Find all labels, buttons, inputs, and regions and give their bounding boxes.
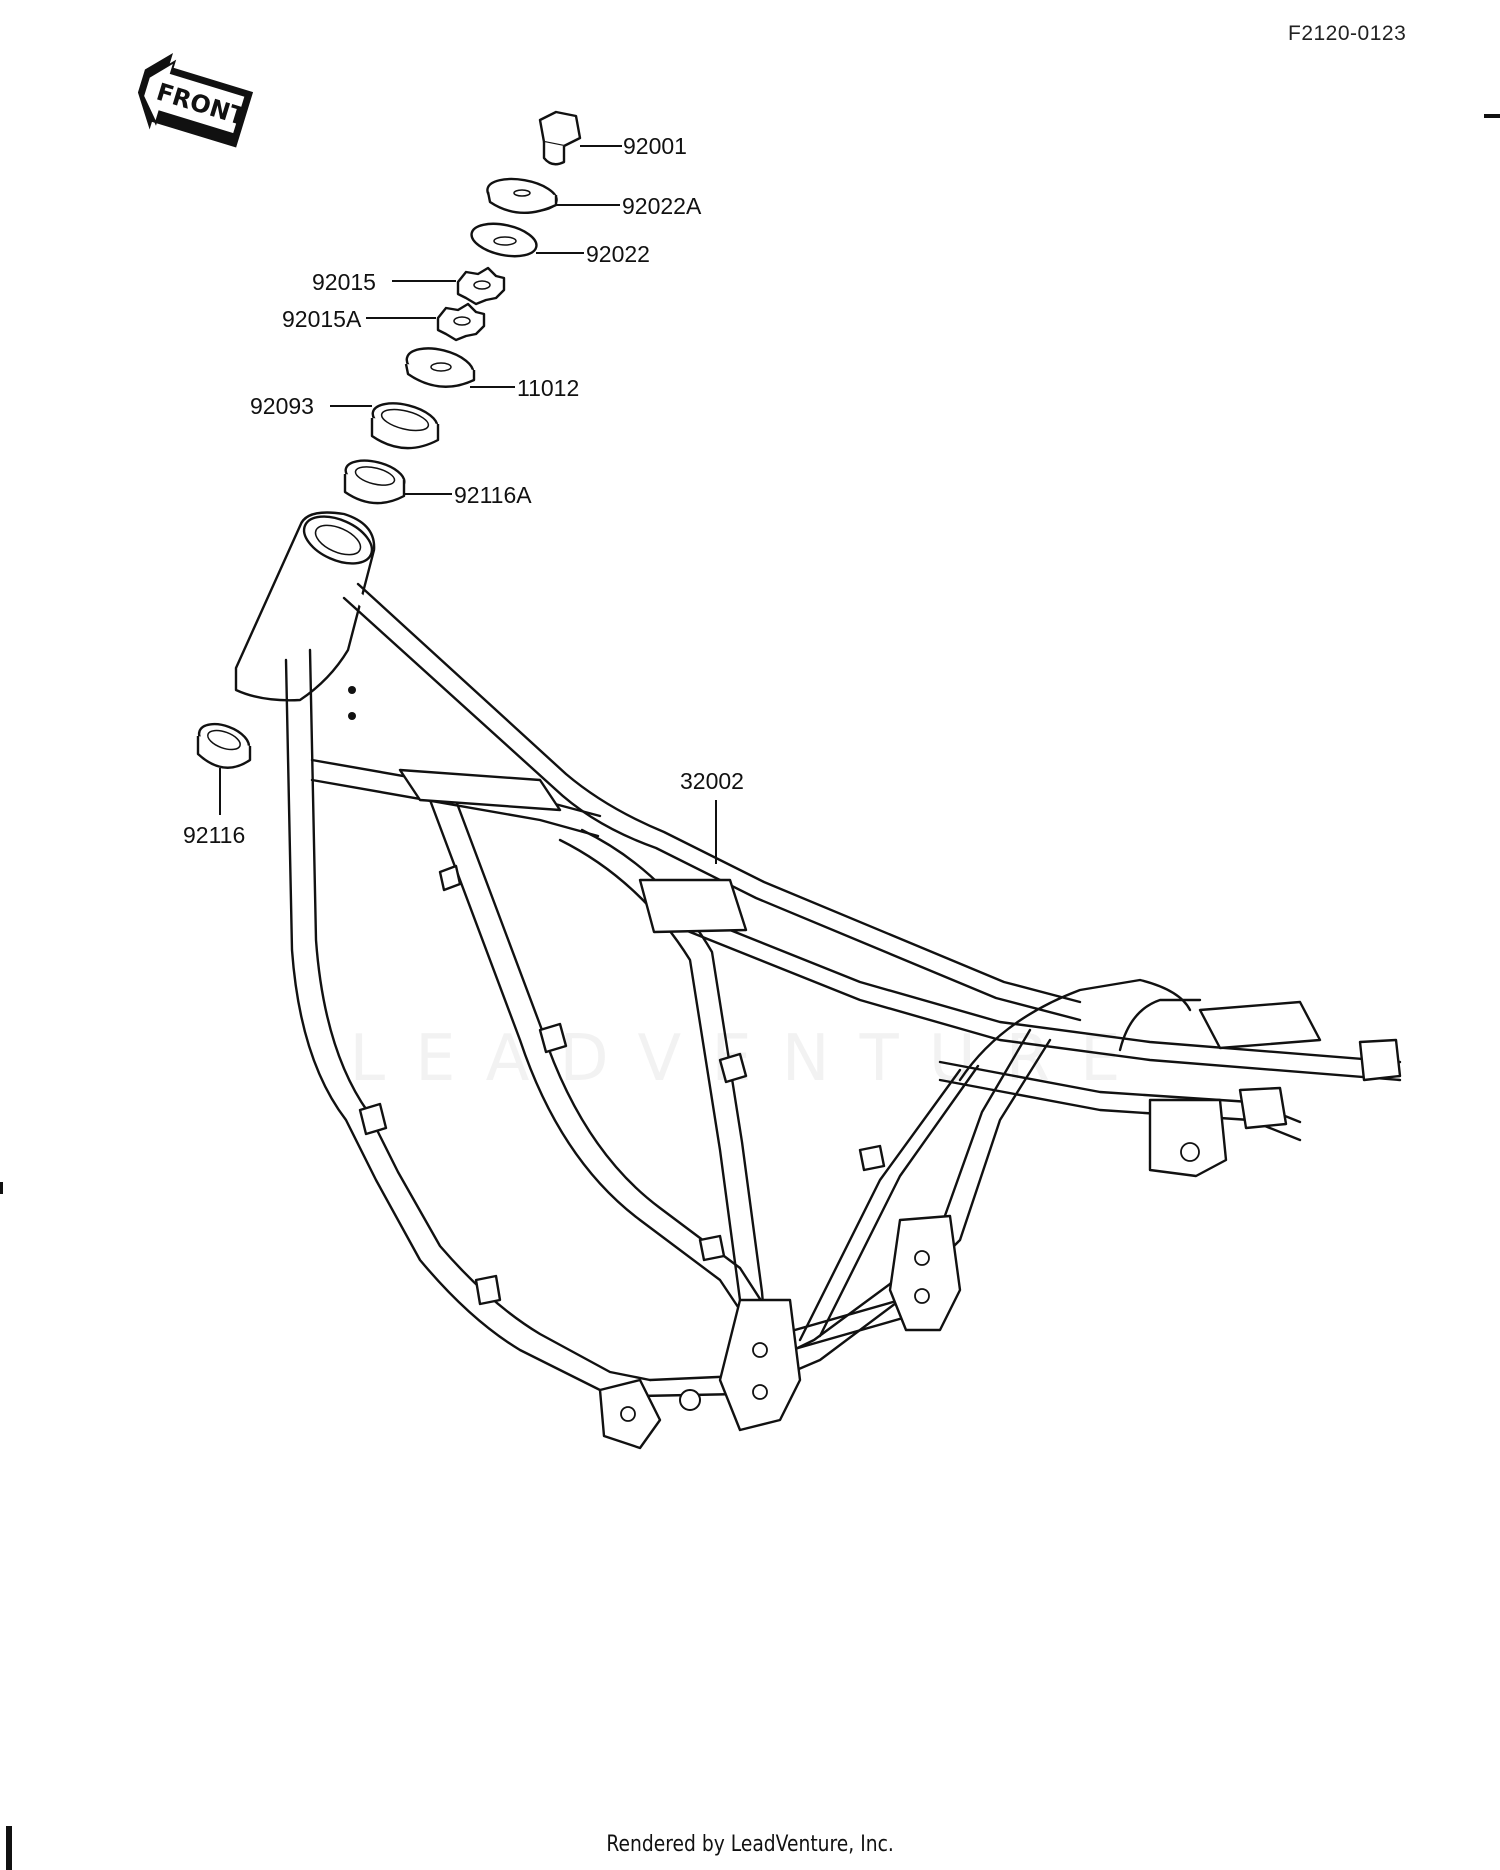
ref-92001: 92001 <box>623 133 687 159</box>
ref-92022A: 92022A <box>622 193 702 219</box>
footer-text: Rendered by LeadVenture, Inc. <box>606 1832 894 1857</box>
part-92022-washer <box>470 222 584 258</box>
part-92116A-bearing <box>343 459 452 505</box>
ref-11012: 11012 <box>517 375 579 401</box>
ref-92022: 92022 <box>586 241 650 267</box>
part-92093-seal <box>330 402 440 450</box>
scan-mark <box>0 1182 3 1194</box>
ref-92015A: 92015A <box>282 306 362 332</box>
part-32002-frame <box>234 511 1402 1450</box>
part-92001-bolt <box>538 110 622 166</box>
ref-32002: 32002 <box>680 768 744 794</box>
part-92116-bearing <box>196 722 252 815</box>
scan-mark <box>1484 114 1500 118</box>
ref-92093: 92093 <box>250 393 314 419</box>
part-92015A-nut <box>366 302 486 342</box>
ref-92116: 92116 <box>183 822 245 848</box>
footer-credit: Rendered by LeadVenture, Inc. <box>0 1832 1500 1857</box>
front-arrow-icon: FRONT <box>137 52 254 148</box>
scan-mark <box>6 1826 12 1870</box>
part-92022A-washer <box>486 177 620 215</box>
diagram-code: F2120-0123 <box>1288 22 1407 45</box>
ref-92116A: 92116A <box>454 482 532 508</box>
ref-92015: 92015 <box>312 269 376 295</box>
part-92015-nut <box>392 266 506 306</box>
part-11012-washer <box>404 347 515 388</box>
